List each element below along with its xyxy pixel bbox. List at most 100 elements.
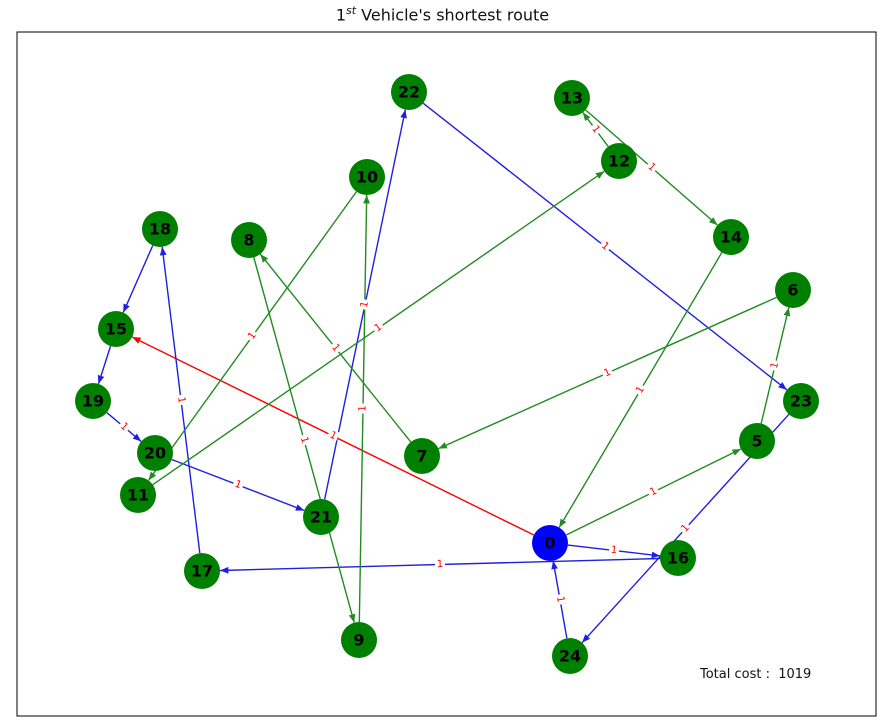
node-circle-16 — [660, 540, 696, 576]
edge-label-group-24-0: 1 — [553, 593, 567, 606]
node-label-23: 23 — [790, 392, 812, 411]
node-12: 12 — [601, 143, 637, 179]
node-label-15: 15 — [105, 320, 127, 339]
title-suffix: Vehicle's shortest route — [356, 5, 550, 25]
edge-15-19 — [97, 345, 112, 385]
edge-label-bg — [231, 477, 245, 493]
node-circle-11 — [120, 477, 156, 513]
edge-label-group-8-9: 1 — [296, 433, 312, 447]
node-label-8: 8 — [243, 231, 254, 250]
edge-label-0-5: 1 — [648, 486, 659, 499]
edge-label-group-16-17: 1 — [434, 558, 446, 571]
node-label-11: 11 — [127, 486, 149, 505]
edge-label-bg — [587, 121, 604, 138]
edge-label-group-11-12: 1 — [370, 320, 387, 336]
edge-label-0-16: 1 — [610, 545, 618, 557]
node-13: 13 — [554, 80, 590, 116]
edge-label-21-22: 1 — [359, 300, 371, 308]
node-label-14: 14 — [720, 228, 742, 247]
edge-label-bg — [370, 320, 387, 336]
node-circle-6 — [775, 272, 811, 308]
node-19: 19 — [75, 383, 111, 419]
edge-label-bg — [116, 419, 132, 435]
node-label-17: 17 — [191, 562, 213, 581]
edge-label-bg — [244, 328, 261, 344]
node-15: 15 — [98, 311, 134, 347]
edge-label-22-23: 1 — [599, 240, 611, 253]
node-20: 20 — [137, 435, 173, 471]
node-label-24: 24 — [559, 647, 581, 666]
edge-label-bg — [600, 365, 615, 381]
node-label-21: 21 — [310, 508, 332, 527]
node-circle-8 — [231, 222, 267, 258]
edge-label-bg — [174, 394, 188, 406]
edge-label-group-0-16: 1 — [608, 543, 620, 558]
node-circle-10 — [349, 159, 385, 195]
edge-label-12-13: 1 — [589, 124, 602, 136]
total-cost-label: Total cost : 1019 — [699, 667, 811, 682]
node-16: 16 — [660, 540, 696, 576]
edge-label-9-10: 1 — [357, 405, 368, 412]
edge-label-bg — [597, 238, 613, 255]
edge-label-group-0-5: 1 — [646, 484, 661, 500]
edge-label-bg — [768, 359, 782, 372]
node-14: 14 — [713, 219, 749, 255]
node-label-22: 22 — [398, 83, 420, 102]
edge-label-group-14-0: 1 — [632, 382, 649, 398]
node-label-5: 5 — [751, 432, 762, 451]
node-circle-22 — [391, 74, 427, 110]
node-label-20: 20 — [144, 444, 166, 463]
edge-label-group-6-7: 1 — [600, 365, 615, 381]
edge-label-7-8: 1 — [329, 342, 342, 354]
edge-label-group-23-24: 1 — [677, 520, 694, 537]
node-circle-7 — [404, 438, 440, 474]
edge-label-bg — [632, 382, 649, 398]
edge-label-0-15: 1 — [328, 430, 339, 443]
edge-label-group-12-13: 1 — [587, 121, 604, 138]
edge-label-group-19-20: 1 — [116, 419, 132, 435]
edge-label-bg — [356, 403, 370, 414]
edge-label-bg — [325, 428, 341, 444]
node-circle-14 — [713, 219, 749, 255]
node-label-0: 0 — [544, 534, 555, 553]
node-23: 23 — [783, 383, 819, 419]
node-5: 5 — [739, 423, 775, 459]
node-10: 10 — [349, 159, 385, 195]
edge-label-bg — [296, 433, 312, 447]
node-label-10: 10 — [356, 168, 378, 187]
edge-label-group-5-6: 1 — [768, 359, 782, 372]
node-label-6: 6 — [787, 281, 798, 300]
node-label-12: 12 — [608, 152, 630, 171]
edge-18-15 — [122, 245, 154, 313]
edge-label-bg — [358, 298, 372, 311]
node-circle-9 — [341, 622, 377, 658]
node-circle-15 — [98, 311, 134, 347]
edge-label-group-21-22: 1 — [358, 298, 372, 311]
edge-label-19-20: 1 — [118, 421, 130, 434]
node-circle-17 — [184, 553, 220, 589]
node-circle-19 — [75, 383, 111, 419]
node-circle-23 — [783, 383, 819, 419]
node-label-7: 7 — [416, 447, 427, 466]
edge-label-16-17: 1 — [437, 559, 444, 570]
edge-label-group-9-10: 1 — [356, 403, 370, 414]
node-6: 6 — [775, 272, 811, 308]
node-circle-20 — [137, 435, 173, 471]
node-22: 22 — [391, 74, 427, 110]
edge-label-bg — [434, 558, 446, 571]
title-superscript: st — [346, 4, 357, 17]
node-circle-21 — [303, 499, 339, 535]
node-21: 21 — [303, 499, 339, 535]
edge-label-bg — [327, 340, 344, 356]
edge-label-20-21: 1 — [233, 479, 243, 492]
edge-label-group-20-21: 1 — [231, 477, 245, 493]
node-11: 11 — [120, 477, 156, 513]
plot-frame — [16, 31, 877, 717]
title-prefix: 1 — [335, 5, 347, 25]
edge-label-11-12: 1 — [373, 322, 385, 335]
edge-label-10-11: 1 — [246, 330, 259, 342]
edge-label-6-7: 1 — [602, 367, 612, 380]
edge-label-bg — [646, 484, 661, 500]
